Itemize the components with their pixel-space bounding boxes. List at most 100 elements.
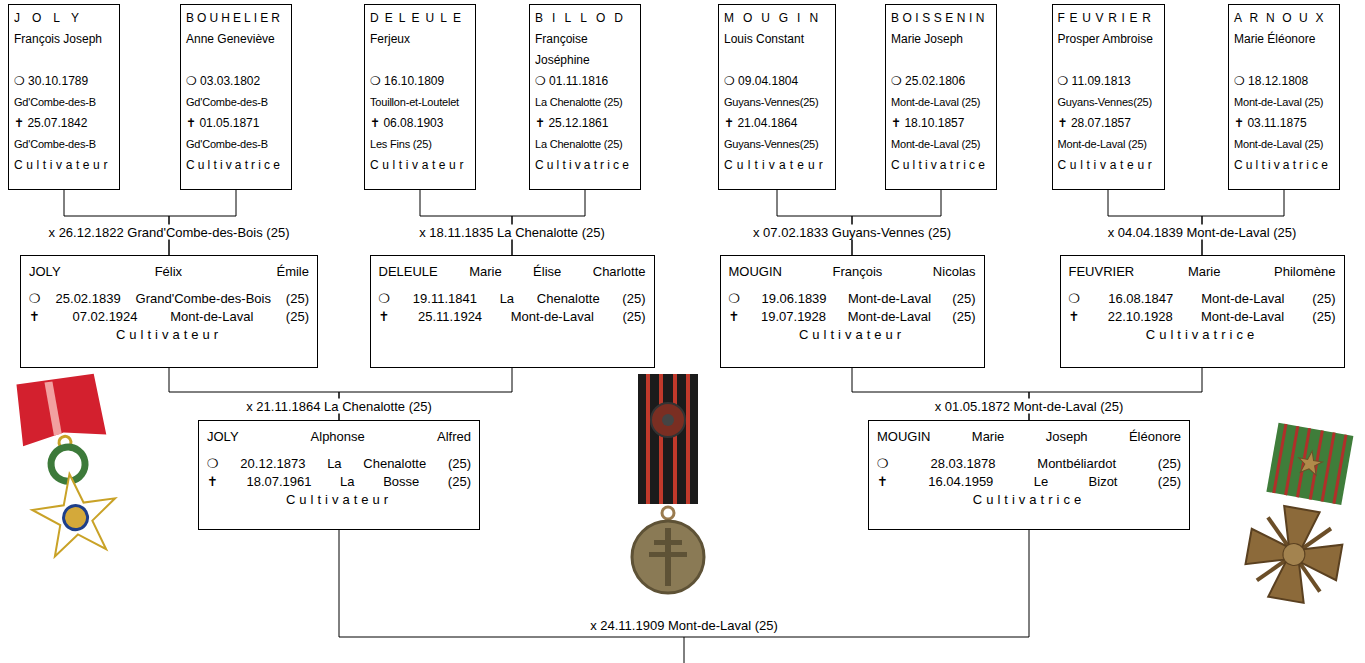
resistance-medal xyxy=(632,374,704,593)
family-line xyxy=(777,190,852,255)
ribbon-stripe xyxy=(673,374,677,504)
birth-line: ❍ 20.12.1873 La Chenalotte (25) xyxy=(207,455,471,473)
death-date: ✝ 25.12.1861 xyxy=(535,113,635,134)
occupation: Cultivateur xyxy=(724,155,830,176)
bronze-star xyxy=(1296,449,1324,476)
cross-pattee xyxy=(1241,501,1348,608)
lorraine-cross xyxy=(649,552,687,557)
birth-date: ❍ 11.09.1813 xyxy=(1058,71,1159,92)
legion-honneur-medal xyxy=(14,373,122,559)
given-names: François Joseph xyxy=(14,29,114,71)
rosette xyxy=(651,403,685,437)
marriage-label: x 18.11.1835 La Chenalotte (25) xyxy=(416,225,608,240)
occupation: Cultivatrice xyxy=(891,155,991,176)
given-names: Louis Constant xyxy=(724,29,830,71)
person-box: FEUVRIER Marie Philomène ❍ 16.08.1847 Mon… xyxy=(1060,255,1345,368)
full-name: JOLY Félix Émile xyxy=(29,262,309,282)
death-place: Gd'Combe-des-B xyxy=(14,134,114,155)
occupation: Cultivateur xyxy=(370,155,470,176)
ancestor-box: DELEULEFerjeux❍ 16.10.1809Touillon-et-Lo… xyxy=(364,4,476,190)
birth-date: ❍ 03.03.1802 xyxy=(186,71,286,92)
occupation: Cultivateur xyxy=(729,326,976,344)
death-date: ✝ 28.07.1857 xyxy=(1058,113,1159,134)
death-line: ✝ 22.10.1928 Mont-de-Laval (25) xyxy=(1069,308,1336,326)
birth-place: Guyans-Vennes(25) xyxy=(724,92,830,113)
marriage-label: x 07.02.1833 Guyans-Vennes (25) xyxy=(750,225,954,240)
rosette-center xyxy=(662,414,674,426)
ribbon-stripe xyxy=(1284,426,1299,495)
family-line xyxy=(339,530,1029,637)
family-line xyxy=(852,190,941,255)
surname: ARNOUX xyxy=(1234,8,1334,29)
birth-date: ❍ 18.12.1808 xyxy=(1234,71,1334,92)
death-date: ✝ 01.05.1871 xyxy=(186,113,286,134)
death-line: ✝ 19.07.1928 Mont-de-Laval (25) xyxy=(729,308,976,326)
birth-place: Gd'Combe-des-B xyxy=(186,92,286,113)
given-names: Marie Éléonore xyxy=(1234,29,1334,71)
marriage-label: x 24.11.1909 Mont-de-Laval (25) xyxy=(587,618,781,633)
birth-place: Mont-de-Laval (25) xyxy=(1234,92,1334,113)
family-line xyxy=(1202,190,1284,255)
surname: FEUVRIER xyxy=(1058,8,1159,29)
lorraine-cross xyxy=(654,540,682,545)
red-ribbon xyxy=(14,373,106,446)
death-place: Gd'Combe-des-B xyxy=(186,134,286,155)
croix-de-guerre-medal xyxy=(1241,421,1362,607)
occupation: Cultivateur xyxy=(14,155,114,176)
person-box: MOUGIN Marie Joseph Éléonore ❍ 28.03.1878… xyxy=(868,420,1190,530)
birth-line: ❍ 19.06.1839 Mont-de-Laval (25) xyxy=(729,290,976,308)
full-name: JOLY Alphonse Alfred xyxy=(207,427,471,447)
birth-date: ❍ 09.04.1804 xyxy=(724,71,830,92)
marriage-label: x 26.12.1822 Grand'Combe-des-Bois (25) xyxy=(46,225,293,240)
full-name: MOUGIN Marie Joseph Éléonore xyxy=(877,427,1181,447)
ancestor-box: FEUVRIERProsper Ambroise❍ 11.09.1813Guya… xyxy=(1052,4,1165,190)
ribbon-stripe xyxy=(1321,432,1336,501)
death-place: Mont-de-Laval (25) xyxy=(1058,134,1159,155)
person-box: DELEULE Marie Élise Charlotte❍ 19.11.184… xyxy=(370,255,655,368)
birth-line: ❍ 25.02.1839 Grand'Combe-des-Bois (25) xyxy=(29,290,309,308)
occupation: Cultivateur xyxy=(1058,155,1159,176)
given-names: Françoise Joséphine xyxy=(535,29,635,71)
death-line: ✝ 25.11.1924 Mont-de-Laval (25) xyxy=(379,308,646,326)
birth-date: ❍ 16.10.1809 xyxy=(370,71,470,92)
suspension-ring xyxy=(662,507,674,519)
black-ribbon xyxy=(638,374,698,504)
occupation: Cultivatrice xyxy=(1069,326,1336,344)
white-star xyxy=(28,468,122,558)
surname: BOISSENIN xyxy=(891,8,991,29)
full-name: MOUGIN François Nicolas xyxy=(729,262,976,282)
death-line: ✝ 18.07.1961 La Bosse (25) xyxy=(207,473,471,491)
death-date: ✝ 03.11.1875 xyxy=(1234,113,1334,134)
death-place: Mont-de-Laval (25) xyxy=(891,134,991,155)
occupation: Cultivatrice xyxy=(535,155,635,176)
birth-place: La Chenalotte (25) xyxy=(535,92,635,113)
family-line xyxy=(169,190,236,255)
person-box: JOLY Félix Émile ❍ 25.02.1839 Grand'Combe… xyxy=(20,255,318,368)
death-date: ✝ 18.10.1857 xyxy=(891,113,991,134)
birth-line: ❍ 28.03.1878 Montbéliardot (25) xyxy=(877,455,1181,473)
center-medallion xyxy=(1281,542,1306,567)
birth-line: ❍ 16.08.1847 Mont-de-Laval (25) xyxy=(1069,290,1336,308)
occupation: Cultivateur xyxy=(207,491,471,509)
birth-place: Guyans-Vennes(25) xyxy=(1058,92,1159,113)
surname: DELEULE xyxy=(370,8,470,29)
death-date: ✝ 06.08.1903 xyxy=(370,113,470,134)
ancestor-box: BILLODFrançoise Joséphine❍ 01.11.1816La … xyxy=(529,4,641,190)
ribbon-stripe xyxy=(686,374,690,504)
ribbon-stripe xyxy=(646,374,650,504)
ribbon-stripe xyxy=(659,374,663,504)
death-place: Les Fins (25) xyxy=(370,134,470,155)
ancestor-box: MOUGINLouis Constant❍ 09.04.1804Guyans-V… xyxy=(718,4,836,190)
surname: BOUHELIER xyxy=(186,8,286,29)
ribbon-stripe xyxy=(1332,434,1347,503)
given-names: Anne Geneviève xyxy=(186,29,286,71)
center-medallion xyxy=(62,504,89,531)
ancestor-box: BOUHELIERAnne Geneviève❍ 03.03.1802Gd'Co… xyxy=(180,4,292,190)
marriage-label: x 04.04.1839 Mont-de-Laval (25) xyxy=(1105,225,1300,240)
ribbon-stripe xyxy=(1272,424,1287,493)
birth-line: ❍ 19.11.1841 La Chenalotte (25) xyxy=(379,290,646,308)
full-name: FEUVRIER Marie Philomène xyxy=(1069,262,1336,282)
surname: JOLY xyxy=(14,8,114,29)
family-line xyxy=(512,190,585,255)
